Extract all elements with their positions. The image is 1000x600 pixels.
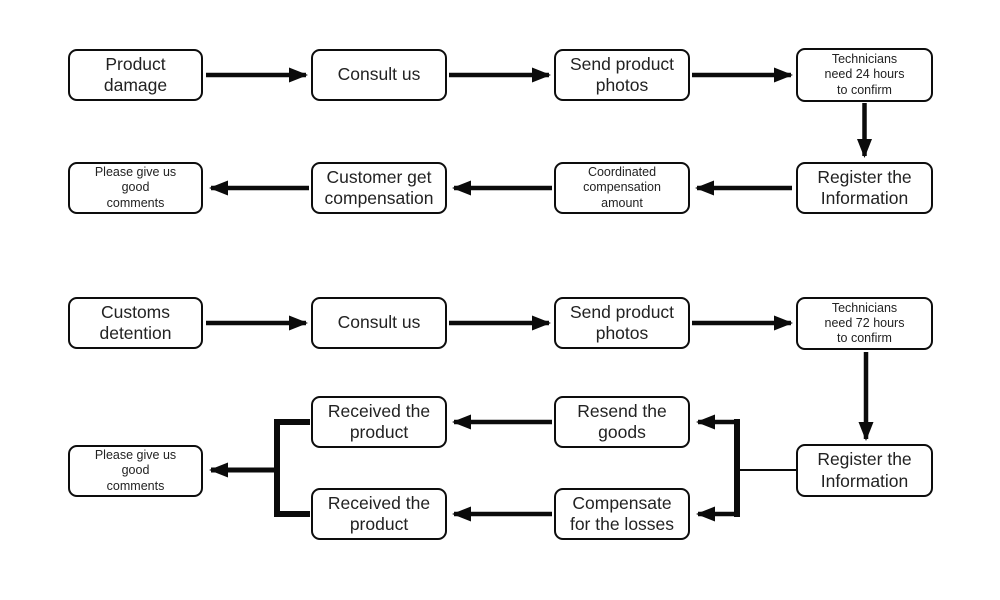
node-send-product-photos-1: Send product photos	[554, 49, 690, 101]
node-compensate-losses: Compensate for the losses	[554, 488, 690, 540]
node-received-product-top: Received the product	[311, 396, 447, 448]
node-consult-us-1: Consult us	[311, 49, 447, 101]
node-received-product-bottom: Received the product	[311, 488, 447, 540]
node-register-information-2: Register the Information	[796, 444, 933, 497]
node-customs-detention: Customs detention	[68, 297, 203, 349]
node-customer-get-compensation: Customer get compensation	[311, 162, 447, 214]
node-good-comments-1: Please give us good comments	[68, 162, 203, 214]
node-coordinated-compensation: Coordinated compensation amount	[554, 162, 690, 214]
node-good-comments-2: Please give us good comments	[68, 445, 203, 497]
node-product-damage: Product damage	[68, 49, 203, 101]
node-send-product-photos-2: Send product photos	[554, 297, 690, 349]
node-register-information-1: Register the Information	[796, 162, 933, 214]
node-technicians-24h: Technicians need 24 hours to confirm	[796, 48, 933, 102]
node-resend-goods: Resend the goods	[554, 396, 690, 448]
node-technicians-72h: Technicians need 72 hours to confirm	[796, 297, 933, 350]
node-consult-us-2: Consult us	[311, 297, 447, 349]
